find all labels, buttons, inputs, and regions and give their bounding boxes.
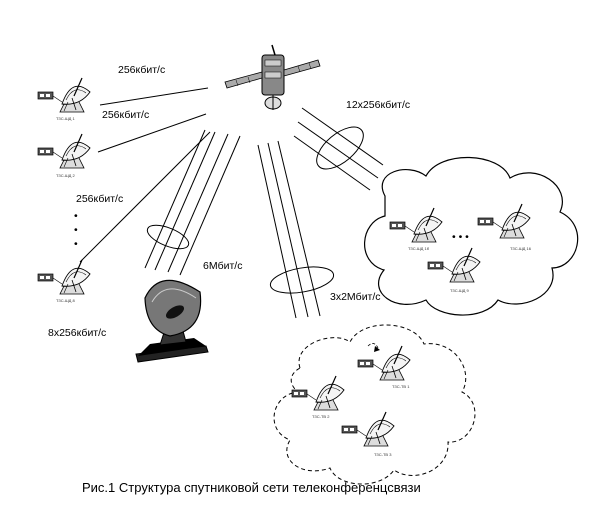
link-line-c2-1 <box>257 144 297 319</box>
svg-text:•: • <box>74 210 78 222</box>
terminal-s1: ТЗС-ШД 1 <box>37 77 91 121</box>
horizontal-ellipsis: • • • <box>452 231 469 243</box>
station-label: ТЗС-ТВ 3 <box>374 452 392 457</box>
cloud-group-1: ТЗС-ШД 1б ТЗС-ШД 16 ТЗС-ШД 9 • • • <box>364 156 579 316</box>
cloud-group-2: ТЗС-ТВ 1 ТЗС-ТВ 2 ТЗС-ТВ 3 <box>273 324 476 485</box>
dish-icon <box>37 77 91 113</box>
station-label: ТЗС-ШД 9 <box>450 288 469 293</box>
station-label: ТЗС-ШД 2 <box>56 173 75 178</box>
label-link-mid: 256кбит/с <box>76 193 123 205</box>
vertical-ellipsis: • • • <box>74 210 78 250</box>
satellite-icon <box>224 44 321 110</box>
dish-icon <box>37 133 91 169</box>
hub-bundle-ellipse <box>146 224 190 250</box>
terminal-c2b: ТЗС-ТВ 2 <box>291 375 345 419</box>
link-line-hub-2 <box>154 131 216 271</box>
dish-icon <box>37 259 91 295</box>
hub-antenna-icon <box>135 279 209 363</box>
svg-text:•: • <box>74 238 78 250</box>
link-line-s3 <box>79 131 211 263</box>
label-hub-group: 8x256кбит/с <box>48 327 106 339</box>
station-label: ТЗС-ШД 16 <box>510 246 532 251</box>
station-label: ТЗС-ШД 1 <box>56 116 75 121</box>
label-hub-rate: 6Мбит/с <box>203 260 242 272</box>
station-label: ТЗС-ТВ 1 <box>392 384 410 389</box>
link-line-c1-3 <box>293 135 371 191</box>
link-line-s2 <box>97 113 207 153</box>
link-line-hub-4 <box>179 135 241 276</box>
link-line-c1-1 <box>301 107 384 166</box>
station-label: ТЗС-ТВ 2 <box>312 414 330 419</box>
link-line-c2-3 <box>277 140 321 317</box>
label-group-link: 3x2Мбит/с <box>330 291 381 303</box>
terminal-c2c: ТЗС-ТВ 3 <box>341 411 395 457</box>
link-line-c1-2 <box>297 121 379 179</box>
terminal-s2: ТЗС-ШД 2 <box>37 133 91 178</box>
sat-group-bundle-ellipse <box>316 126 364 170</box>
station-label: ТЗС-ШД 8 <box>56 298 75 303</box>
terminal-c1b: ТЗС-ШД 16 <box>477 203 532 251</box>
label-sat-group: 12x256кбит/с <box>346 99 410 111</box>
station-label: ТЗС-ШД 1б <box>408 246 430 251</box>
svg-text:•: • <box>74 224 78 236</box>
link-line-c2-2 <box>267 142 309 318</box>
figure-caption: Рис.1 Структура спутниковой сети телекон… <box>82 480 421 495</box>
link-line-hub-3 <box>167 133 229 273</box>
link-lines <box>79 87 384 319</box>
link-line-hub-1 <box>144 129 206 269</box>
terminal-c1c: ТЗС-ШД 9 <box>427 247 481 293</box>
label-link-top-2: 256кбит/с <box>102 109 149 121</box>
group-bundle-ellipse <box>269 266 335 294</box>
terminal-c2a: ТЗС-ТВ 1 <box>357 345 411 389</box>
terminal-c1a: ТЗС-ШД 1б <box>389 207 443 251</box>
arrow-indicator <box>367 343 379 349</box>
terminal-s3: ТЗС-ШД 8 <box>37 259 91 303</box>
label-link-top-1: 256кбит/с <box>118 64 165 76</box>
link-line-s1 <box>99 87 209 106</box>
